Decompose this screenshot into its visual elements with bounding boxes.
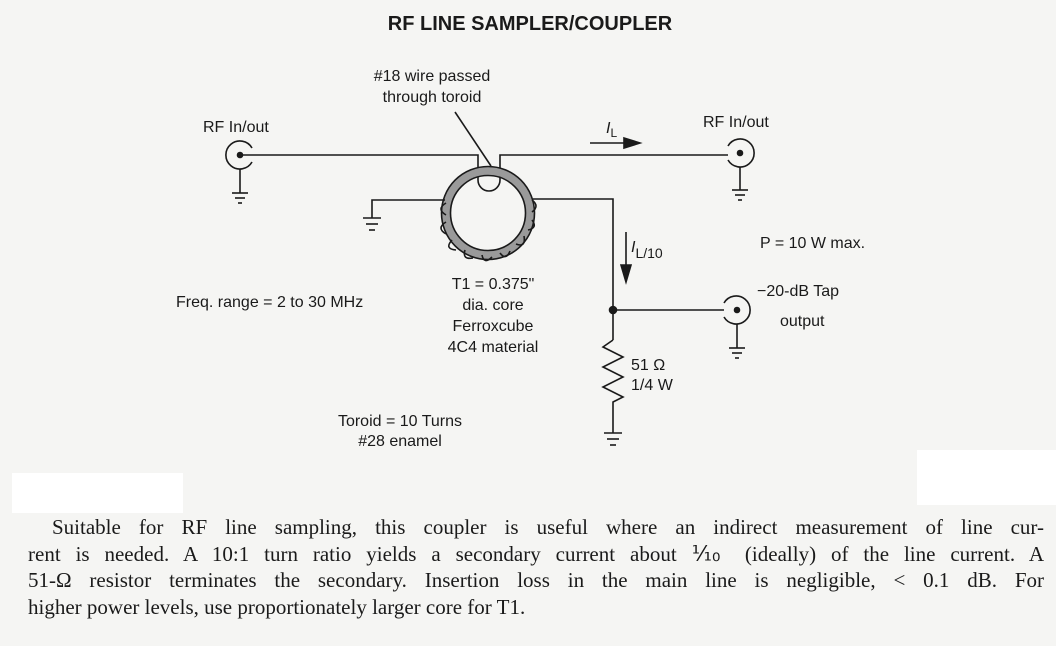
caption-line: Suitable for RF line sampling, this coup… — [52, 515, 1044, 539]
tap-label: −20-dB Tap — [757, 283, 839, 300]
freq-range-label: Freq. range = 2 to 30 MHz — [176, 294, 363, 311]
blank-patch — [12, 473, 183, 513]
line-current-label: IL — [606, 120, 617, 140]
wire-note: through toroid — [383, 89, 482, 106]
primary-wire-in — [240, 154, 479, 180]
resistor-label: 51 Ω — [631, 357, 665, 374]
t1-label: 4C4 material — [448, 339, 539, 356]
line-current-arrow-icon — [590, 136, 643, 150]
resistor-51-ohm — [601, 339, 625, 433]
t1-label: Ferroxcube — [453, 318, 534, 335]
caption-line: higher power levels, use proportionately… — [28, 594, 526, 619]
toroid-core — [440, 165, 537, 262]
t1-label: T1 = 0.375" — [452, 276, 535, 293]
diagram-title: RF LINE SAMPLER/COUPLER — [388, 13, 673, 35]
rf-connector-left — [225, 140, 253, 204]
tap-output-connector — [723, 295, 751, 359]
caption-line: 51-Ω resistor terminates the secondary. … — [28, 568, 1044, 592]
rf-in-right-label: RF In/out — [703, 114, 769, 131]
caption-line: rent is needed. A 10:1 turn ratio yields… — [28, 541, 1044, 566]
rf-connector-right — [727, 138, 755, 201]
toroid-label: #28 enamel — [358, 433, 442, 450]
toroid-label: Toroid = 10 Turns — [338, 413, 462, 430]
secondary-current-arrow-icon — [619, 232, 633, 285]
power-label: P = 10 W max. — [760, 235, 865, 252]
t1-label: dia. core — [462, 297, 523, 314]
rf-in-left-label: RF In/out — [203, 119, 269, 136]
secondary-current-label: IL/10 — [631, 239, 663, 261]
secondary-wire — [533, 198, 614, 340]
tap-label: output — [780, 313, 825, 330]
primary-wire-out — [499, 154, 728, 180]
blank-patch — [917, 450, 1056, 505]
wire-note: #18 wire passed — [374, 68, 491, 85]
caption: Suitable for RF line sampling, this coup… — [28, 514, 1044, 620]
resistor-label: 1/4 W — [631, 377, 674, 394]
